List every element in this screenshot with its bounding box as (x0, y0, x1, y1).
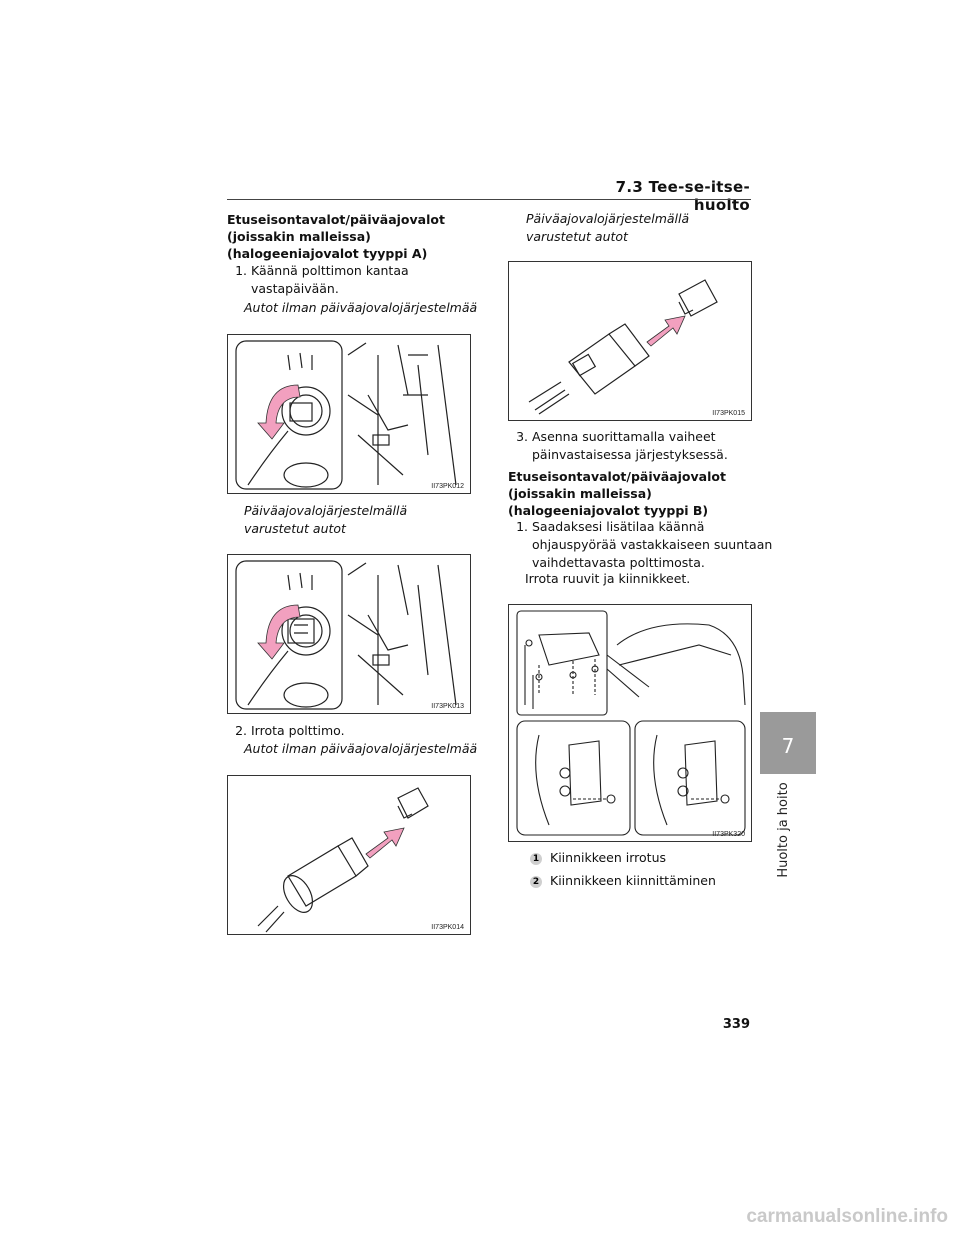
counterclockwise-arrow (257, 604, 301, 660)
section-title: 7.3 Tee-se-itse-huolto (615, 178, 750, 214)
figure-code: II73PK014 (431, 924, 464, 931)
caption-with-drl: Päiväajovalojärjestelmällä varustetut au… (526, 211, 690, 244)
step-text: Saadaksesi lisätilaa käännä ohjauspyörää… (532, 519, 773, 570)
counterclockwise-arrow (257, 384, 301, 440)
step-b1: 1. Saadaksesi lisätilaa käännä ohjauspyör… (508, 518, 780, 572)
page-number: 339 (722, 1017, 750, 1032)
figure-bulb-base-turn: II73PK012 (227, 334, 471, 494)
header-divider (227, 199, 751, 200)
watermark: carmanualsonline.info (746, 1206, 948, 1227)
step-number: 2. (235, 723, 247, 738)
insert-arrow (646, 315, 686, 347)
step-number: 1. (235, 263, 247, 278)
caption-without-drl: Autot ilman päiväajovalojärjestelmää (244, 300, 478, 315)
step-number: 1. (516, 519, 528, 534)
legend-text: Kiinnikkeen kiinnittäminen (550, 873, 716, 888)
step-b1-subtext: Irrota ruuvit ja kiinnikkeet. (525, 571, 691, 586)
figure-code: II73PK013 (431, 703, 464, 710)
figure-code: II73PK320 (712, 831, 745, 838)
legend-badge: 2 (530, 876, 542, 888)
legend-item-1: 1 Kiinnikkeen irrotus (530, 849, 750, 867)
chapter-label: Huolto ja hoito (776, 782, 791, 878)
step-3: 3. Asenna suorittamalla vaiheet päinvasta… (508, 428, 777, 464)
caption-without-drl: Autot ilman päiväajovalojärjestelmää (244, 741, 478, 756)
figure-code: II73PK012 (431, 483, 464, 490)
clip-removal-illustration (516, 610, 746, 836)
caption-with-drl: Päiväajovalojärjestelmällä varustetut au… (244, 503, 408, 536)
figure-clip-removal: II73PK320 (508, 604, 752, 842)
figure-code: II73PK015 (712, 410, 745, 417)
step-1: 1. Käännä polttimon kantaa vastapäivään. (227, 262, 496, 298)
remove-bulb-illustration (257, 787, 429, 933)
bulb-base-turn-illustration (235, 340, 457, 490)
section-heading-type-b: Etuseisontavalot/päiväajovalot (joissaki… (508, 469, 726, 518)
legend-badge: 1 (530, 853, 542, 865)
step-number: 3. (516, 429, 528, 444)
step-text: Käännä polttimon kantaa vastapäivään. (251, 263, 409, 296)
chapter-number: 7 (781, 734, 795, 758)
legend-text: Kiinnikkeen irrotus (550, 850, 667, 865)
legend-item-2: 2 Kiinnikkeen kiinnittäminen (530, 872, 750, 890)
step-2: 2. Irrota polttimo. (227, 722, 496, 740)
insert-arrow (365, 827, 405, 859)
figure-remove-bulb-drl: II73PK015 (508, 261, 752, 421)
remove-bulb-drl-illustration (528, 279, 718, 415)
step-text: Irrota polttimo. (251, 723, 345, 738)
bulb-base-turn-drl-illustration (235, 560, 457, 710)
figure-bulb-base-turn-drl: II73PK013 (227, 554, 471, 714)
figure-remove-bulb: II73PK014 (227, 775, 471, 935)
chapter-tab: 7 (760, 712, 816, 774)
step-text: Asenna suorittamalla vaiheet päinvastais… (532, 429, 728, 462)
section-heading-type-a: Etuseisontavalot/päiväajovalot (joissaki… (227, 212, 445, 261)
